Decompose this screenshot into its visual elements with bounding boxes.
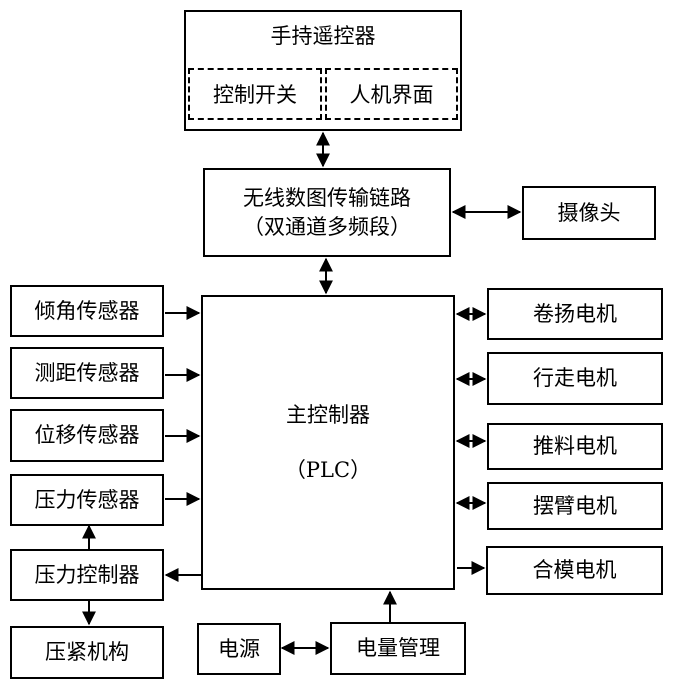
main-controller-box: 主控制器 （PLC） — [201, 295, 455, 590]
main-controller-title: 主控制器 — [286, 403, 370, 428]
camera-label: 摄像头 — [557, 200, 621, 225]
hmi-box: 人机界面 — [325, 68, 458, 120]
power-supply-box: 电源 — [197, 623, 281, 675]
mold-close-motor-box: 合模电机 — [486, 546, 663, 595]
camera-box: 摄像头 — [522, 186, 656, 240]
pressure-sensor-label: 压力传感器 — [34, 487, 140, 512]
travel-motor-box: 行走电机 — [487, 352, 663, 405]
power-supply-label: 电源 — [218, 636, 260, 661]
handheld-remote-title: 手持遥控器 — [270, 24, 376, 48]
power-management-box: 电量管理 — [330, 622, 466, 675]
hmi-label: 人机界面 — [349, 83, 434, 107]
distance-sensor-label: 测距传感器 — [34, 360, 140, 385]
swing-arm-motor-label: 摆臂电机 — [533, 493, 617, 518]
wireless-link-subtitle: （双通道多频段） — [243, 214, 411, 239]
displacement-sensor-box: 位移传感器 — [10, 409, 164, 462]
winch-motor-label: 卷扬电机 — [533, 301, 617, 326]
pressure-controller-box: 压力控制器 — [10, 549, 164, 601]
wireless-link-title: 无线数图传输链路 — [243, 186, 411, 211]
power-management-label: 电量管理 — [356, 636, 440, 661]
control-switch-label: 控制开关 — [213, 83, 297, 107]
pressure-sensor-box: 压力传感器 — [10, 474, 164, 526]
control-switch-box: 控制开关 — [188, 68, 322, 120]
main-controller-subtitle: （PLC） — [284, 457, 372, 482]
swing-arm-motor-box: 摆臂电机 — [487, 482, 663, 530]
winch-motor-box: 卷扬电机 — [487, 288, 663, 340]
wireless-link-box: 无线数图传输链路 （双通道多频段） — [203, 168, 451, 257]
tilt-sensor-box: 倾角传感器 — [10, 285, 164, 337]
clamping-mechanism-label: 压紧机构 — [45, 640, 129, 665]
distance-sensor-box: 测距传感器 — [10, 347, 164, 399]
handheld-remote-box: 手持遥控器 — [184, 10, 462, 131]
travel-motor-label: 行走电机 — [533, 366, 617, 391]
pusher-motor-box: 推料电机 — [487, 423, 663, 470]
pressure-controller-label: 压力控制器 — [34, 562, 140, 587]
pusher-motor-label: 推料电机 — [533, 434, 617, 459]
displacement-sensor-label: 位移传感器 — [34, 423, 140, 448]
tilt-sensor-label: 倾角传感器 — [34, 298, 140, 323]
clamping-mechanism-box: 压紧机构 — [10, 626, 164, 679]
mold-close-motor-label: 合模电机 — [532, 558, 617, 583]
